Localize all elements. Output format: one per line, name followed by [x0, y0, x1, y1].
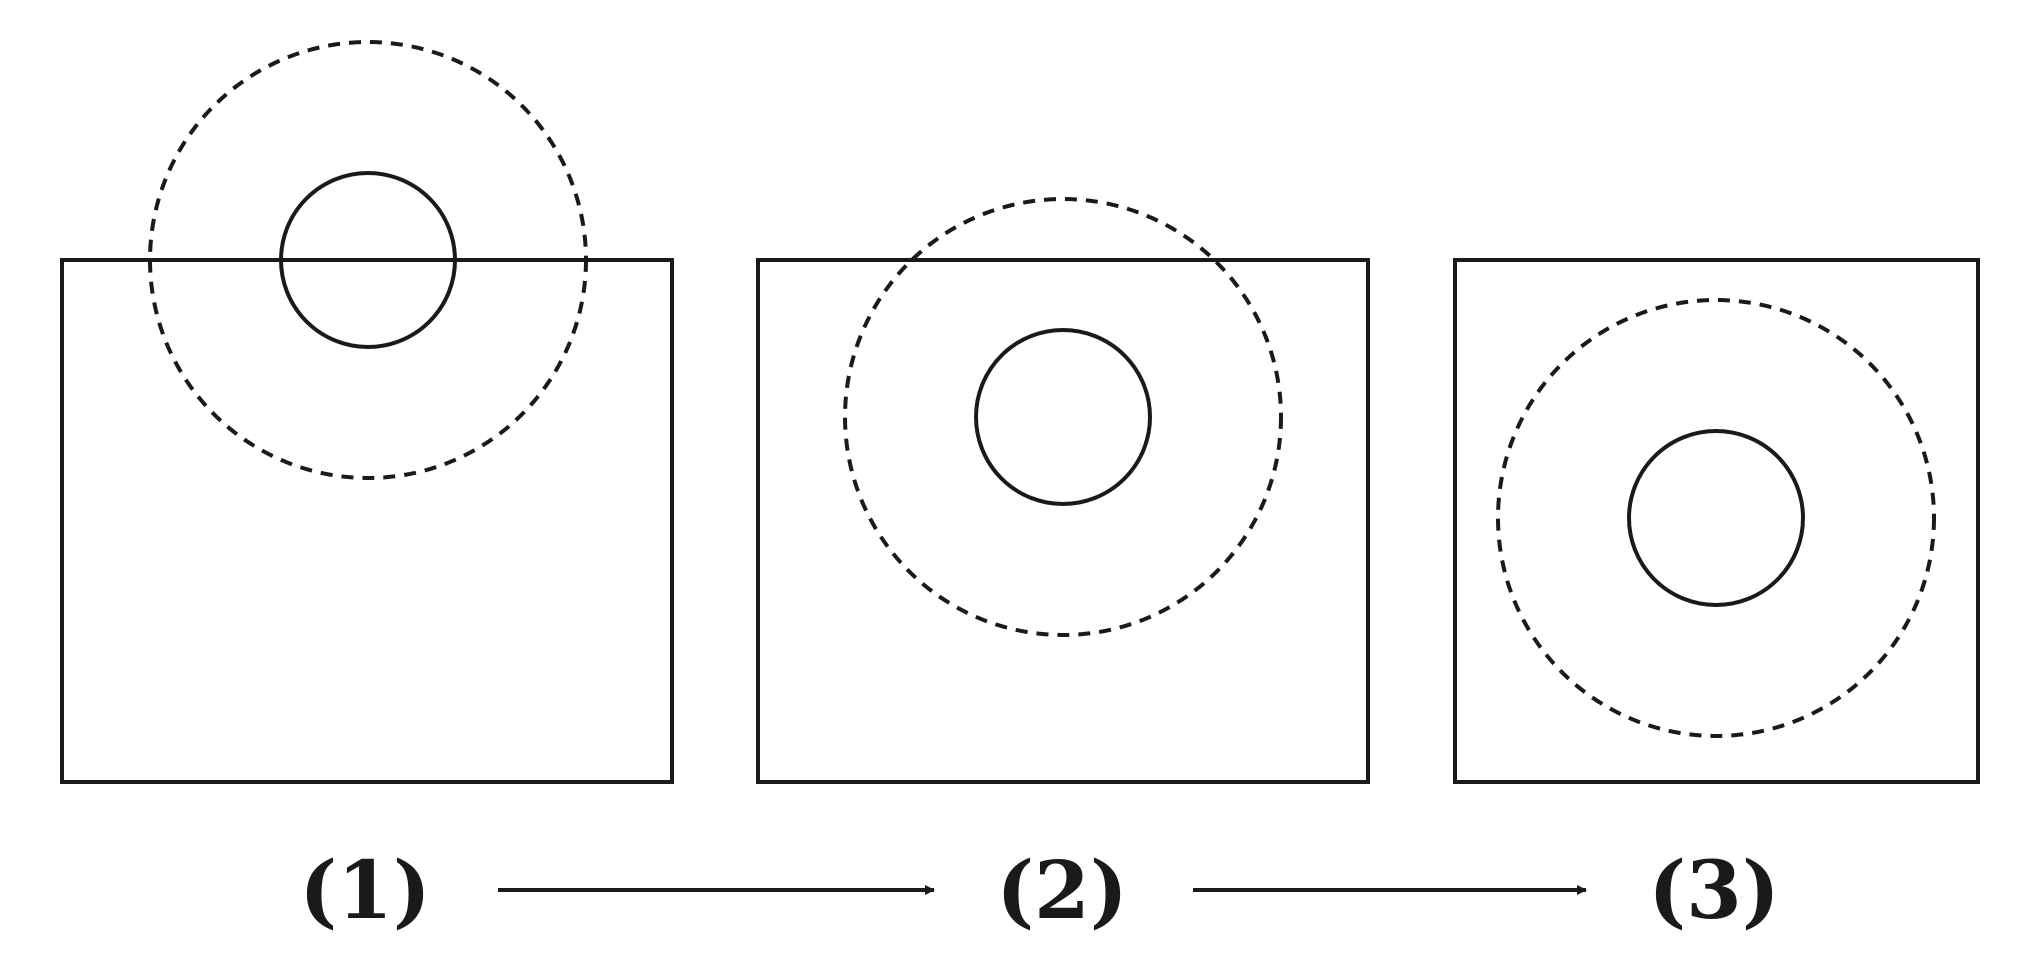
stage-3-panel: [1453, 258, 1980, 784]
stage-2-dashed-circle: [843, 197, 1283, 637]
stage-3-label: (3): [1648, 843, 1779, 937]
stage-1-solid-circle: [279, 171, 457, 349]
stage-2-panel: [756, 197, 1370, 784]
stage-1-label: (1): [299, 843, 430, 937]
stage-2-solid-circle: [974, 328, 1152, 506]
stage-1-panel: [60, 40, 674, 784]
stage-1-rectangle: [60, 258, 674, 784]
stage-3-rectangle: [1453, 258, 1980, 784]
stage-1-dashed-circle: [148, 40, 588, 480]
stage-3-dashed-circle: [1496, 298, 1936, 738]
stage-2-rectangle: [756, 258, 1370, 784]
stage-3-solid-circle: [1627, 429, 1805, 607]
stage-2-label: (2): [996, 843, 1127, 937]
